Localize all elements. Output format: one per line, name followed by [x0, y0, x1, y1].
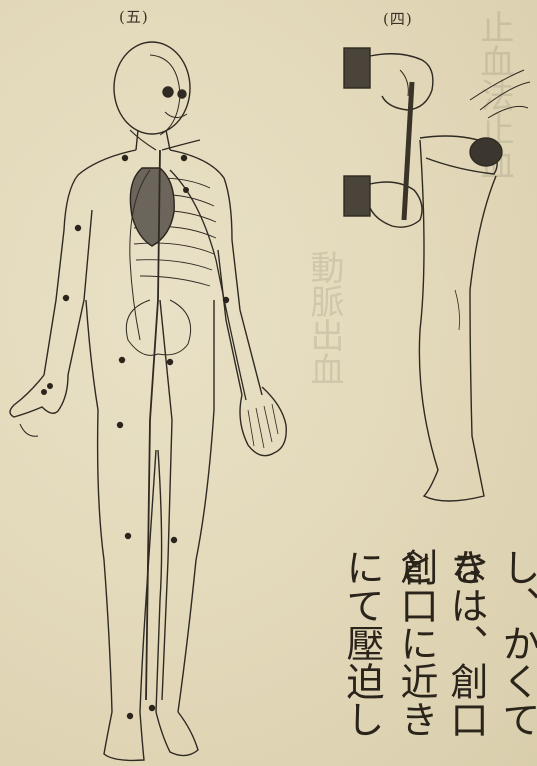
pressure-point-dots: [41, 155, 229, 719]
figure-four-label: (四): [383, 8, 413, 29]
figure-five-label: (五): [119, 6, 149, 27]
text-column-4: にて壓迫し: [344, 548, 388, 738]
text-column-1: し、かくてな: [500, 548, 537, 766]
text-column-2: きは、創口と: [448, 548, 492, 766]
text-column-3: 創口に近き: [398, 548, 442, 738]
circulatory-body-figure: [10, 42, 286, 760]
tourniquet-leg-figure: [344, 48, 530, 501]
